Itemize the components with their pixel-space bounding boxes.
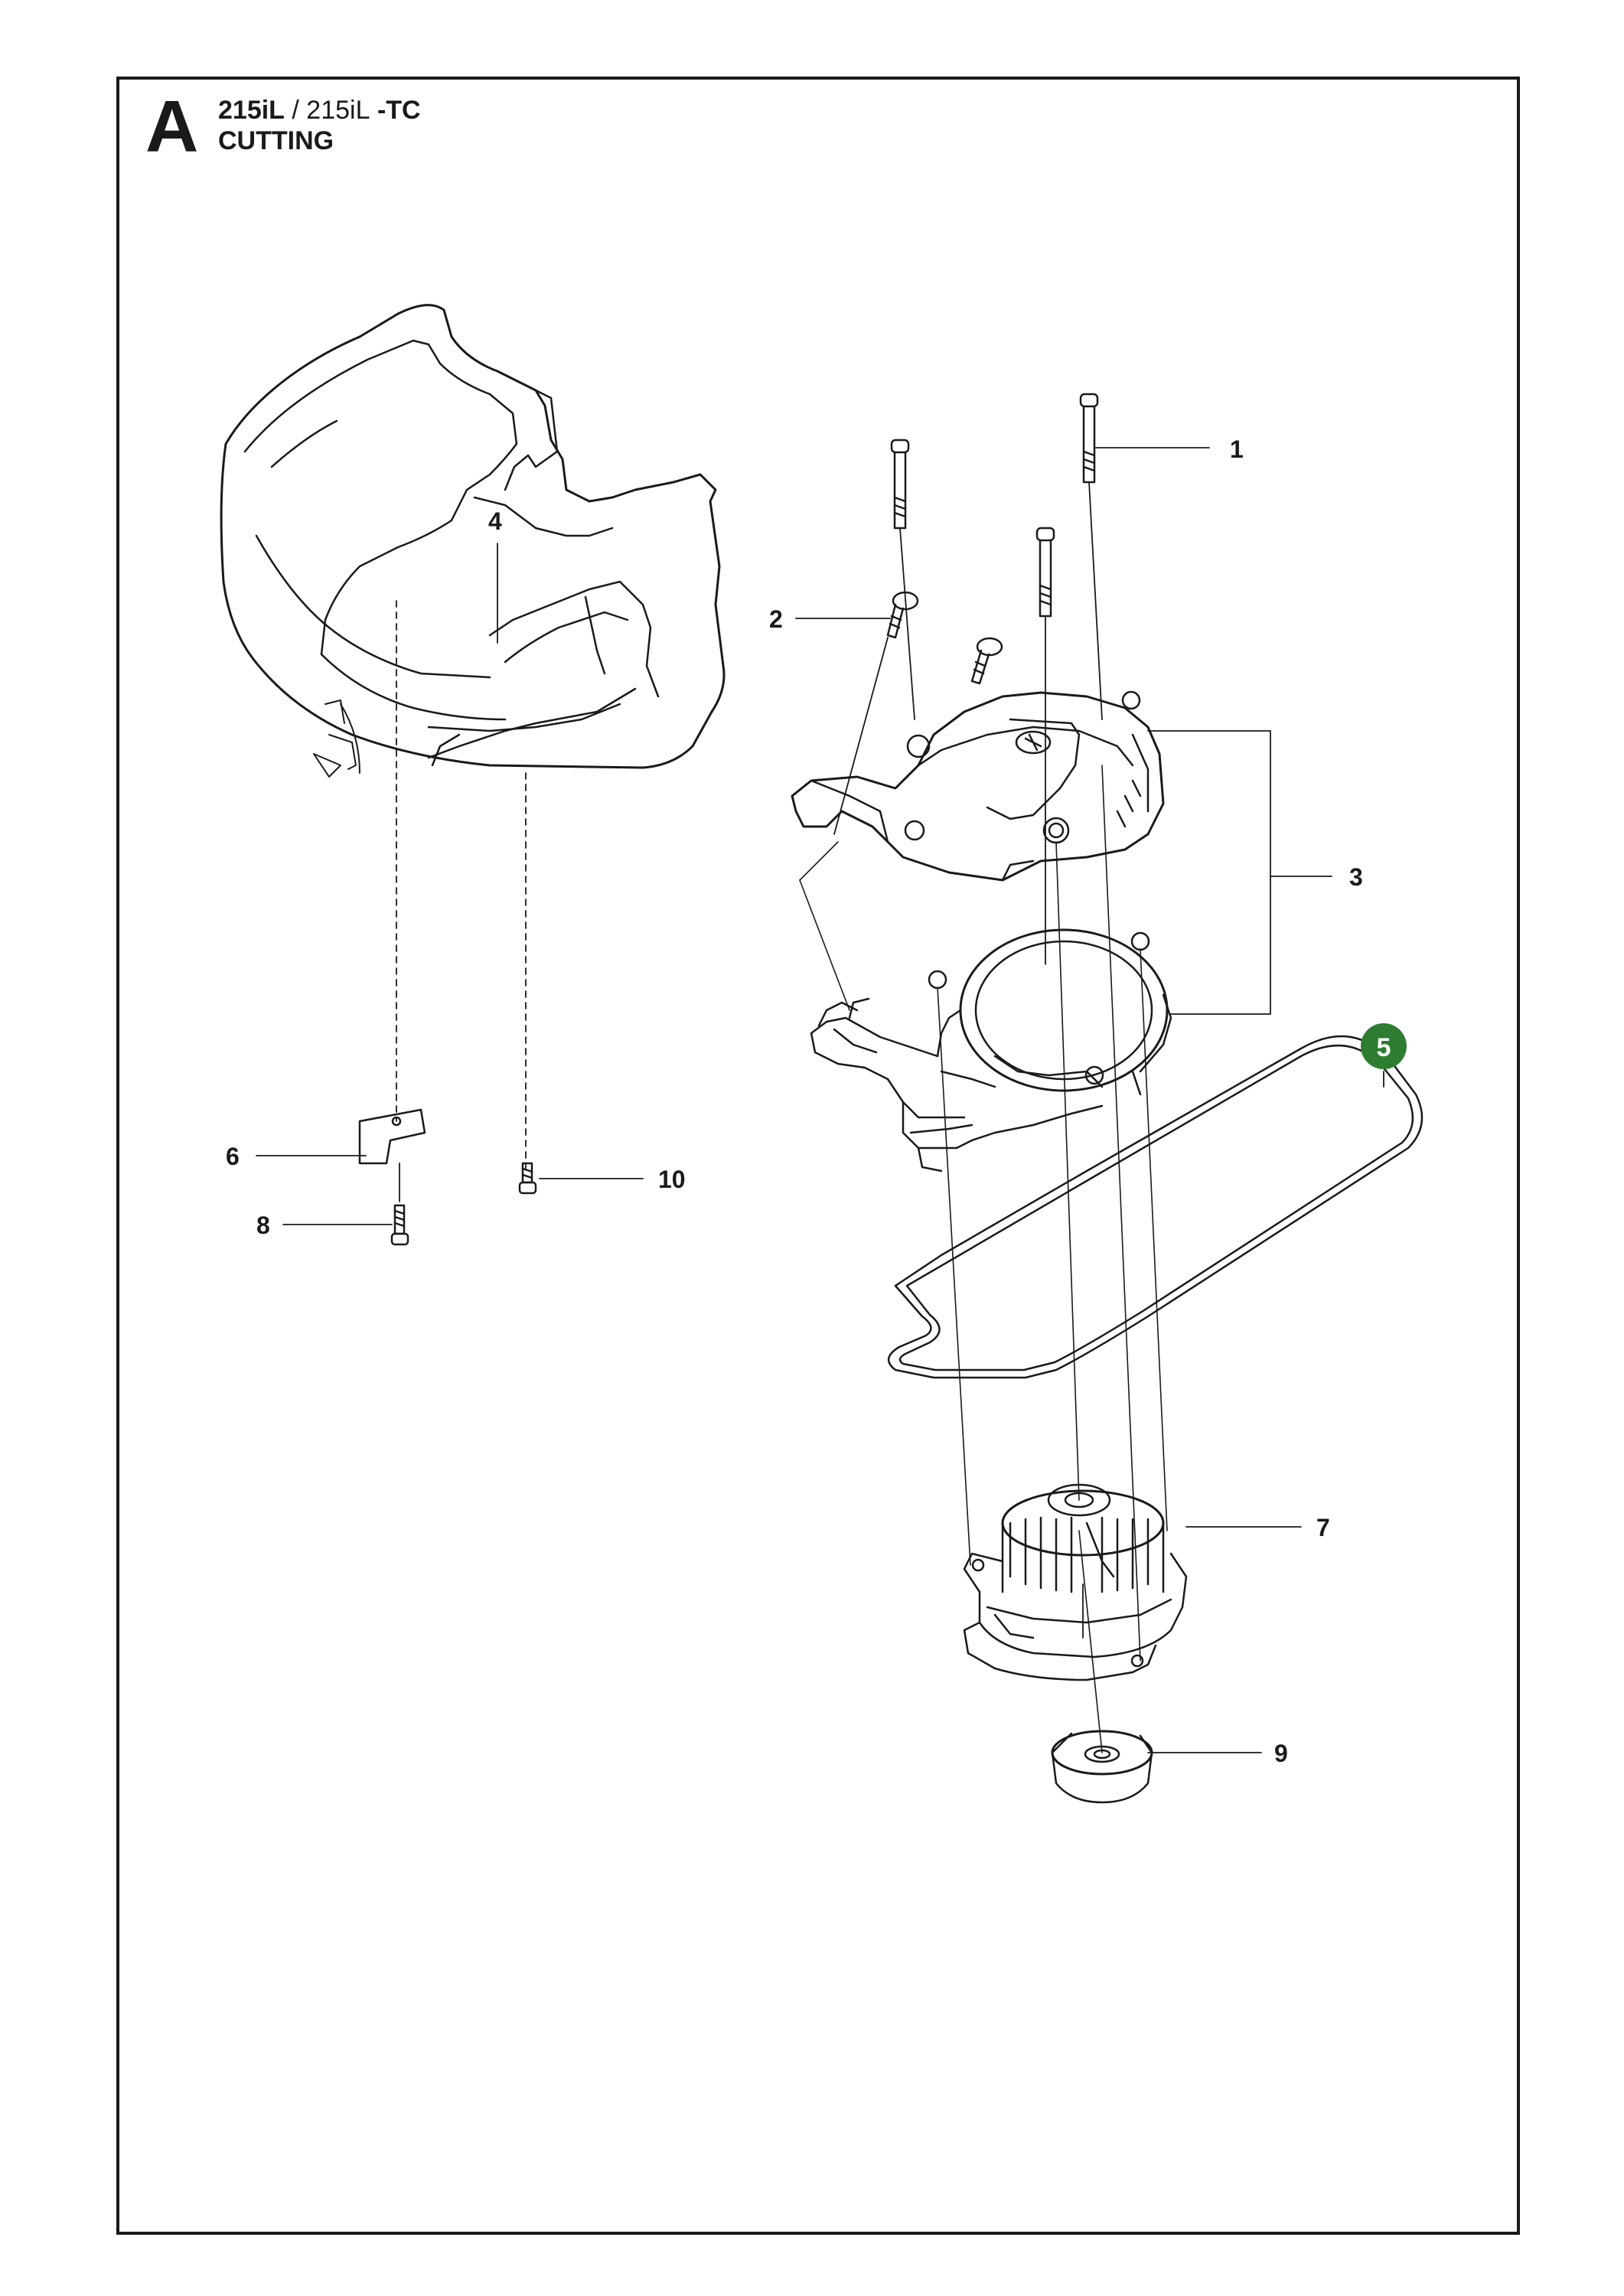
callout-7: 7 — [1316, 1514, 1330, 1541]
callout-8: 8 — [256, 1212, 270, 1239]
screw-8 — [390, 1163, 409, 1246]
assembly-guide-lines — [799, 765, 1168, 1753]
short-screws — [833, 591, 1003, 835]
screw-10 — [518, 1162, 537, 1195]
callout-9: 9 — [1274, 1740, 1288, 1767]
model-regular: 215iL — [306, 96, 370, 125]
leader-lines — [256, 447, 1384, 1753]
model-bold: 215iL — [218, 96, 285, 125]
callout-3: 3 — [1349, 863, 1363, 891]
callout-1: 1 — [1230, 435, 1244, 463]
upper-housing — [791, 690, 1165, 882]
model-title: 215iL / 215iL -TC — [218, 97, 421, 123]
section-title: CUTTING — [218, 126, 334, 155]
hub — [1051, 1730, 1153, 1804]
model-separator: / — [284, 96, 307, 125]
callout-10: 10 — [658, 1166, 686, 1193]
drawing-frame — [116, 77, 1520, 2235]
callout-5: 5 — [1377, 1033, 1391, 1062]
long-screws — [890, 393, 1103, 965]
callout-5-badge — [1361, 1023, 1407, 1069]
section-letter: A — [145, 86, 199, 168]
grass-guard — [220, 304, 726, 1172]
callout-6: 6 — [226, 1143, 240, 1170]
lower-housing — [810, 928, 1172, 1172]
wire-loop — [888, 1035, 1423, 1379]
callout-2: 2 — [769, 605, 783, 633]
motor — [963, 1483, 1188, 1681]
model-suffix: -TC — [370, 96, 421, 125]
line-cutter — [358, 1108, 426, 1165]
callout-4: 4 — [488, 507, 502, 535]
